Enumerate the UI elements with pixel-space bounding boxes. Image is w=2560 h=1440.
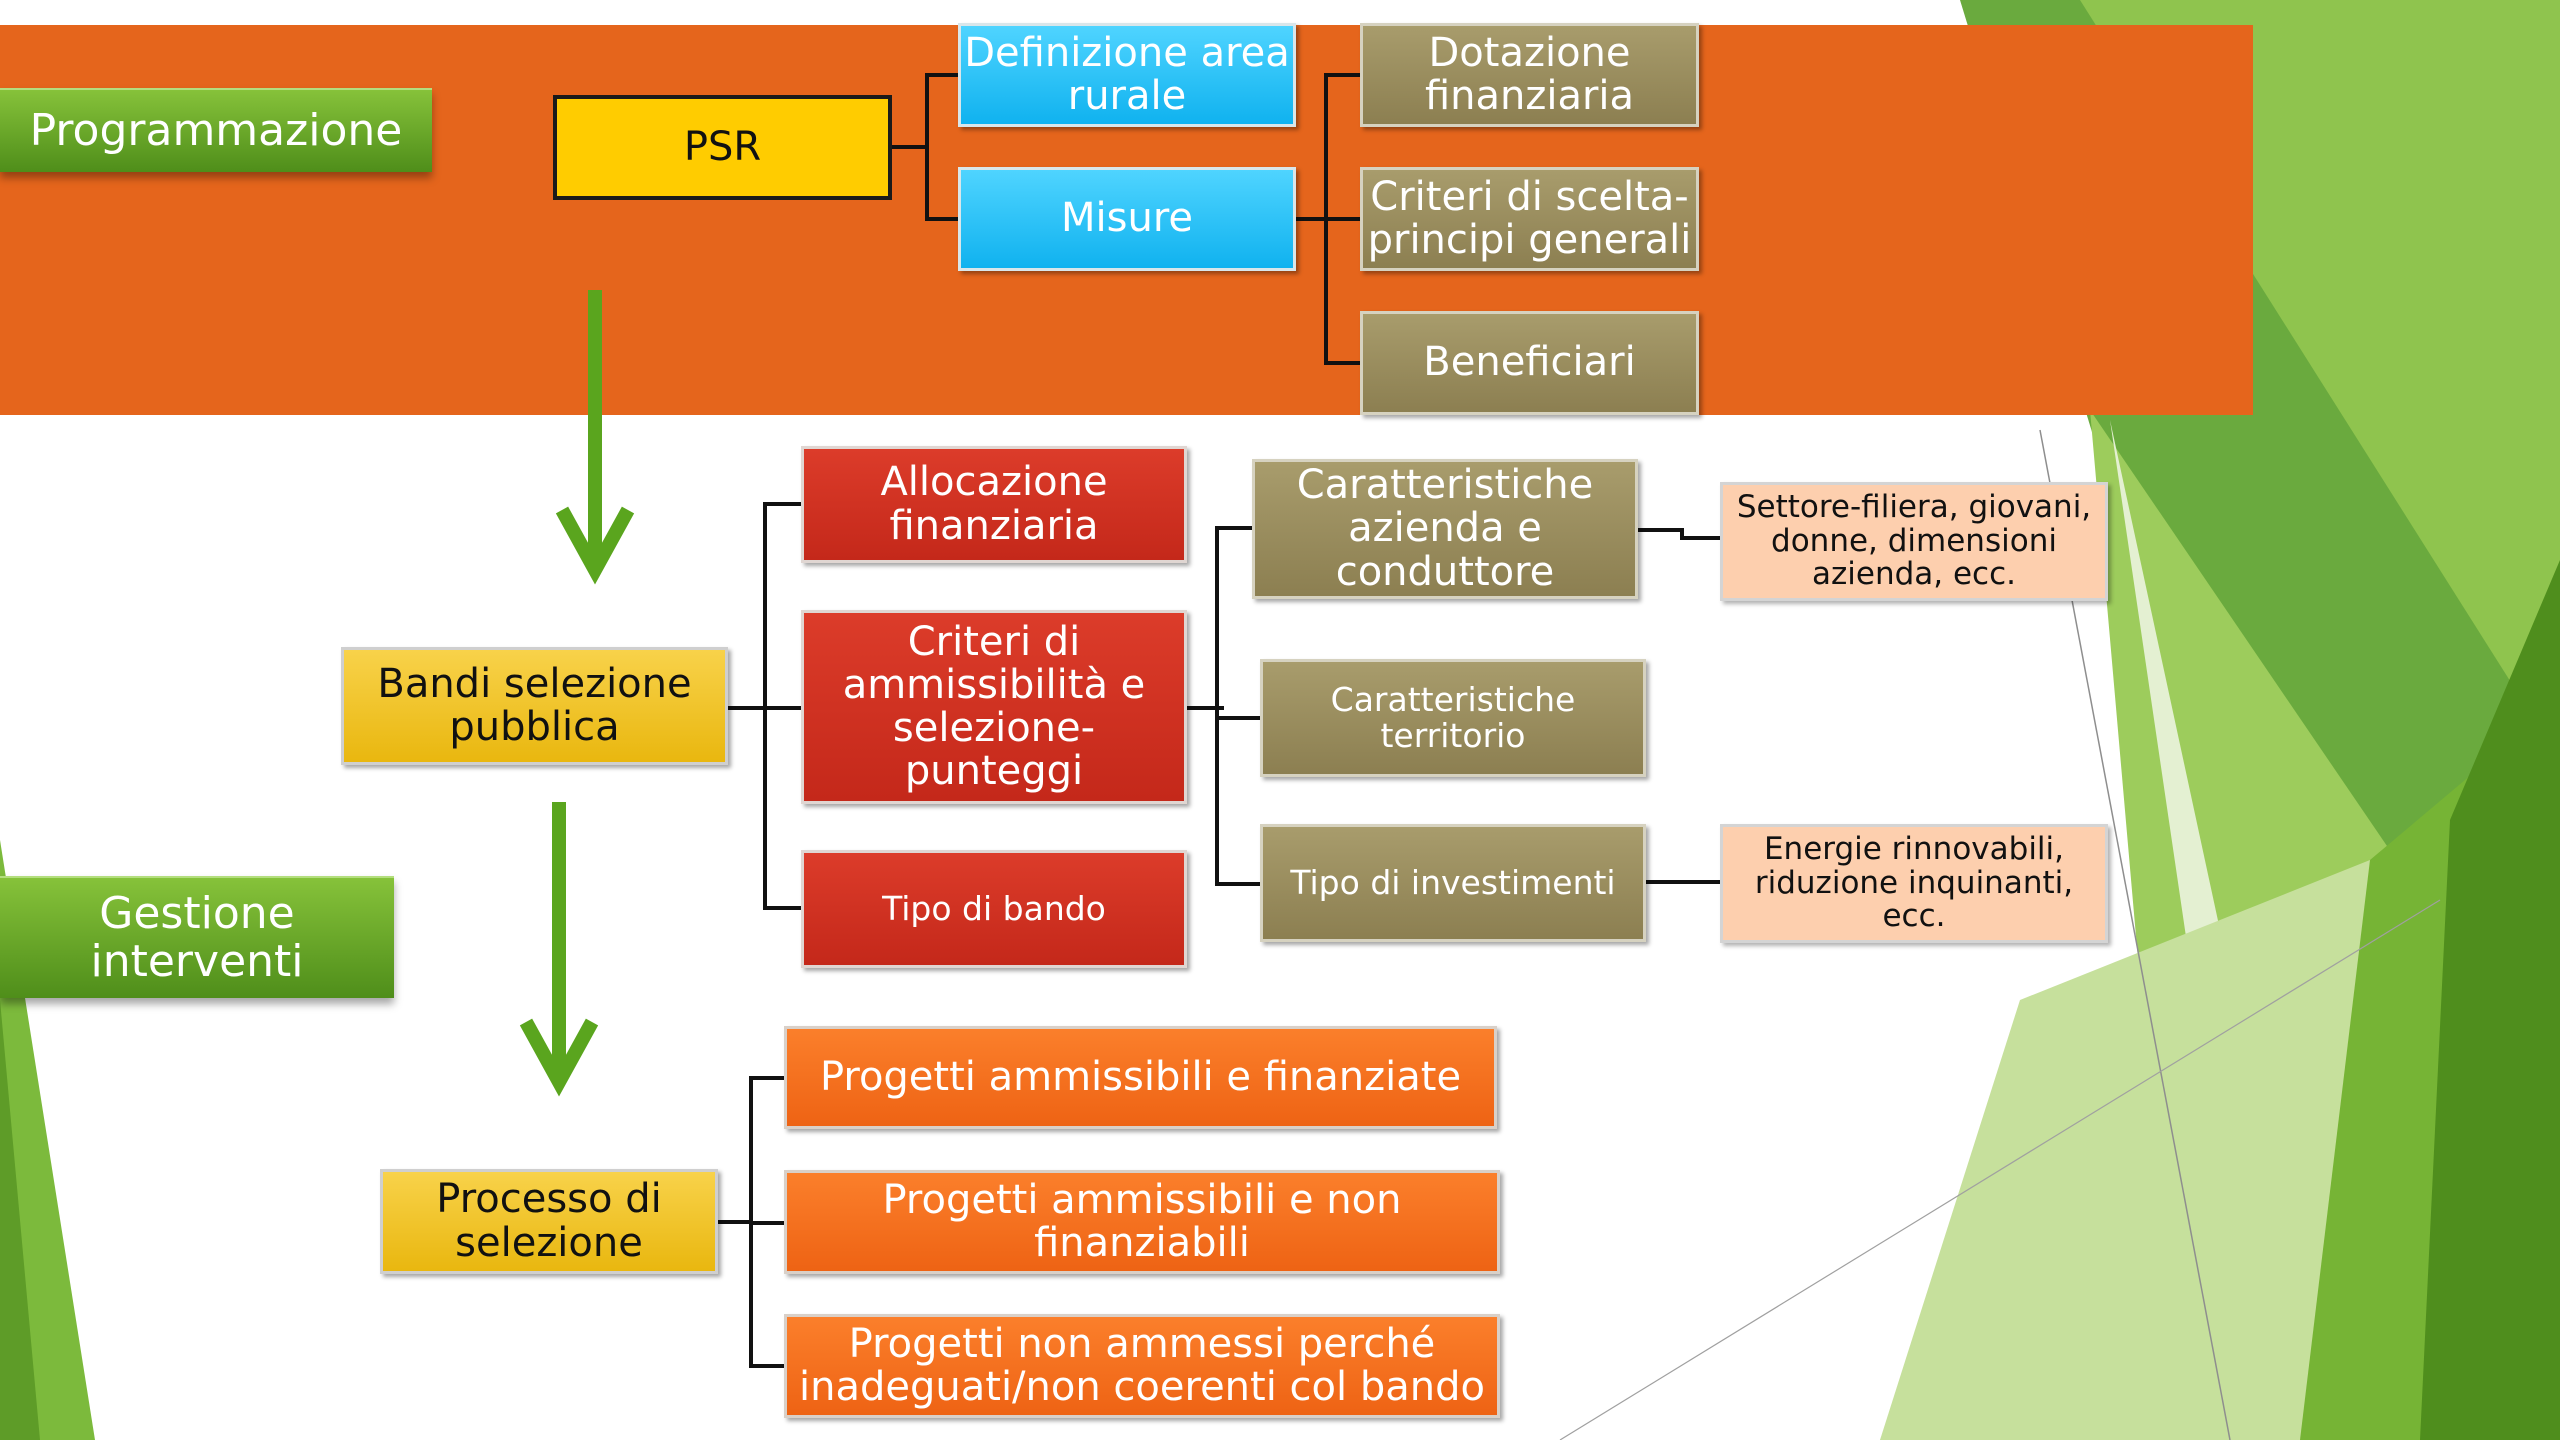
node-dotazione: Dotazione finanziaria xyxy=(1360,23,1699,127)
node-bandi: Bandi selezione pubblica xyxy=(341,647,728,765)
node-settore-filiera: Settore-filiera, giovani, donne, dimensi… xyxy=(1720,482,2108,601)
connector xyxy=(1636,528,1684,532)
connector xyxy=(728,706,765,710)
connector xyxy=(1643,880,1722,884)
node-tipo-investimenti: Tipo di investimenti xyxy=(1260,824,1646,942)
node-energie: Energie rinnovabili, riduzione inquinant… xyxy=(1720,824,2108,943)
node-progetti-non-finanziabili: Progetti ammissibili e non finanziabili xyxy=(784,1170,1500,1274)
connector xyxy=(925,73,960,77)
decor-shape-edge xyxy=(2420,560,2560,1440)
node-tipo-bando: Tipo di bando xyxy=(801,850,1187,968)
connector xyxy=(763,502,803,506)
connector xyxy=(718,1220,753,1224)
node-caratteristiche-azienda: Caratteristiche azienda e conduttore xyxy=(1252,459,1638,599)
connector xyxy=(749,1364,785,1368)
connector xyxy=(925,217,960,221)
decor-shape-bottom-pale xyxy=(1880,860,2370,1440)
connector xyxy=(1324,217,1361,221)
node-definizione-area: Definizione area rurale xyxy=(958,23,1296,127)
connector xyxy=(749,1221,785,1225)
arrow-down-icon xyxy=(555,290,635,585)
connector xyxy=(925,73,929,221)
decor-line xyxy=(1559,899,2441,1440)
node-progetti-non-ammessi: Progetti non ammessi perché inadeguati/n… xyxy=(784,1314,1500,1418)
connector xyxy=(1215,526,1219,886)
connector xyxy=(763,906,803,910)
connector xyxy=(1186,706,1224,710)
connector xyxy=(1215,716,1261,720)
connector xyxy=(1680,528,1684,540)
node-caratteristiche-territorio: Caratteristiche territorio xyxy=(1260,659,1646,777)
node-criteri-scelta: Criteri di scelta- principi generali xyxy=(1360,167,1699,271)
connector xyxy=(1680,536,1722,540)
arrow-down-icon xyxy=(519,802,599,1097)
connector xyxy=(749,1076,785,1080)
node-beneficiari: Beneficiari xyxy=(1360,311,1699,415)
connector xyxy=(1324,361,1361,365)
section-label-gestione-interventi: Gestione interventi xyxy=(0,876,394,998)
node-misure: Misure xyxy=(958,167,1296,271)
node-psr: PSR xyxy=(553,95,892,200)
connector xyxy=(763,706,803,710)
node-processo: Processo di selezione xyxy=(380,1169,718,1274)
node-criteri-ammissibilita: Criteri di ammissibilità e selezione-pun… xyxy=(801,610,1187,804)
section-label-programmazione: Programmazione xyxy=(0,88,432,172)
connector xyxy=(892,145,927,149)
connector xyxy=(1324,73,1361,77)
node-allocazione: Allocazione finanziaria xyxy=(801,446,1187,563)
connector xyxy=(1294,217,1326,221)
node-progetti-finanziate: Progetti ammissibili e finanziate xyxy=(784,1026,1497,1129)
connector xyxy=(1215,526,1255,530)
decor-shape-left-dark xyxy=(0,1000,40,1440)
connector xyxy=(1215,882,1261,886)
